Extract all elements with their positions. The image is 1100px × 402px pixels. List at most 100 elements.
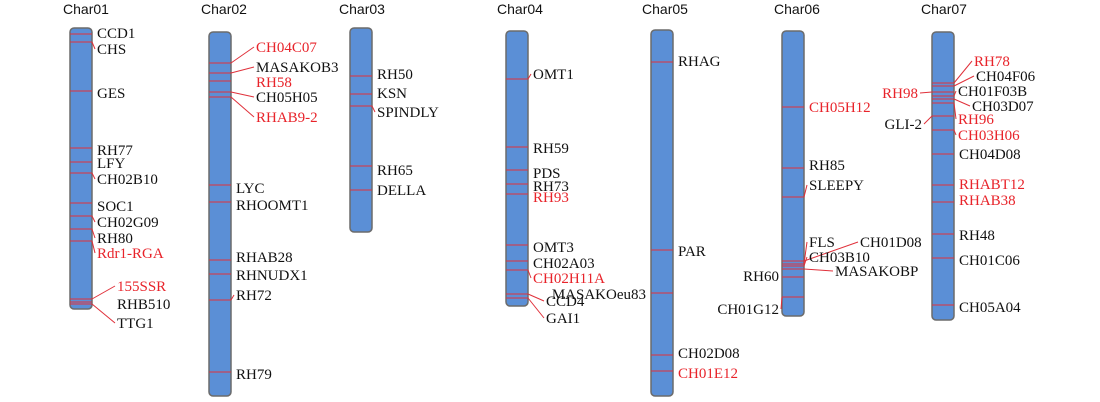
marker-connector <box>91 285 116 300</box>
marker-label: PAR <box>678 244 706 260</box>
marker-connector <box>91 240 96 254</box>
marker-label: PDS <box>533 166 561 182</box>
marker-label: KSN <box>377 86 407 102</box>
marker-label: RHOOMT1 <box>236 198 309 214</box>
marker-label: RH93 <box>533 190 569 206</box>
marker-label: CH01E12 <box>678 366 738 382</box>
marker-connector <box>91 41 96 50</box>
marker-label: RHAB38 <box>959 193 1016 209</box>
marker-label: Rdr1-RGA <box>97 246 164 262</box>
marker-connector <box>230 294 235 301</box>
marker-label: RH78 <box>974 54 1010 70</box>
marker-label: RHAB9-2 <box>256 110 318 126</box>
chromosome-body <box>69 27 93 310</box>
marker-connector <box>953 102 957 120</box>
marker-connector <box>230 91 255 98</box>
marker-label: TTG1 <box>117 316 154 332</box>
marker-label: LYC <box>236 181 265 197</box>
marker-label: FLS <box>809 235 835 251</box>
marker-label: CH02B10 <box>97 172 158 188</box>
marker-label: CH04D08 <box>959 147 1021 163</box>
marker-connector <box>803 241 808 265</box>
marker-label: CH03H06 <box>958 128 1020 144</box>
marker-label: RH60 <box>743 269 779 285</box>
chromosome-body <box>208 31 232 397</box>
marker-label: SLEEPY <box>809 178 864 194</box>
marker-connector <box>803 268 834 272</box>
marker-connector <box>780 296 783 310</box>
marker-label: GAI1 <box>546 311 580 327</box>
marker-label: MASAKOeu83 <box>552 287 646 303</box>
marker-connector <box>953 98 971 107</box>
marker-connector <box>91 215 96 223</box>
marker-connector <box>91 303 116 324</box>
marker-connector <box>803 256 808 267</box>
marker-label: CH02G09 <box>97 215 159 231</box>
chromosome-title: Char01 <box>63 1 109 17</box>
marker-label: RHABT12 <box>959 177 1025 193</box>
marker-label: RH73 <box>533 179 569 195</box>
marker-connector <box>527 297 545 319</box>
marker-connector <box>230 96 255 118</box>
marker-label: RHNUDX1 <box>236 268 308 284</box>
marker-label: RH96 <box>958 112 994 128</box>
chromosome-char06: Char06CH05H12RH85SLEEPYCH01D08FLSCH03B10… <box>717 1 921 318</box>
marker-label: CH05H05 <box>256 90 318 106</box>
marker-label: RH48 <box>959 228 995 244</box>
marker-label: CCD1 <box>97 26 135 42</box>
marker-label: RH98 <box>882 86 918 102</box>
marker-label: MASAKOB3 <box>256 60 339 76</box>
marker-connector <box>527 269 532 279</box>
marker-label: CH02D08 <box>678 346 740 362</box>
chromosome-body <box>650 29 674 397</box>
marker-label: RH50 <box>377 67 413 83</box>
marker-label: GES <box>97 86 125 102</box>
marker-connector <box>953 75 975 87</box>
marker-connector <box>919 91 933 94</box>
marker-label: CH03B10 <box>809 250 870 266</box>
marker-label: GLI-2 <box>885 117 923 133</box>
chromosome-title: Char03 <box>339 1 385 17</box>
marker-connector <box>91 228 96 239</box>
marker-label: RH77 <box>97 143 133 159</box>
chromosome-body <box>931 31 955 321</box>
marker-label: CH03D07 <box>972 99 1034 115</box>
marker-label: DELLA <box>377 183 426 199</box>
marker-label: RH79 <box>236 367 272 383</box>
chromosome-body <box>505 30 529 307</box>
marker-connector <box>803 184 808 198</box>
marker-label: CH01D08 <box>860 235 922 251</box>
marker-label: RH65 <box>377 163 413 179</box>
marker-label: RH72 <box>236 288 272 304</box>
marker-label: CH04F06 <box>976 69 1036 85</box>
marker-connector <box>230 46 255 64</box>
chromosome-char02: Char02CH04C07MASAKOB3RH58CH05H05RHAB9-2L… <box>201 1 339 397</box>
marker-label: CH02H11A <box>533 271 605 287</box>
marker-label: RHAB28 <box>236 250 293 266</box>
marker-label: 155SSR <box>117 279 166 295</box>
marker-connector <box>953 129 957 136</box>
marker-label: SPINDLY <box>377 105 439 121</box>
marker-label: OMT3 <box>533 240 574 256</box>
marker-label: CCD4 <box>546 294 585 310</box>
chromosome-body <box>349 27 373 233</box>
marker-label: SOC1 <box>97 199 134 215</box>
marker-label: CH04C07 <box>256 40 317 56</box>
marker-connector <box>91 172 96 180</box>
chromosome-body <box>781 30 805 317</box>
marker-connector <box>371 105 376 113</box>
marker-label: RH85 <box>809 158 845 174</box>
marker-connector <box>953 90 957 97</box>
chromosome-title: Char05 <box>642 1 688 17</box>
marker-label: LFY <box>97 156 126 172</box>
marker-label: CH02A03 <box>533 256 595 272</box>
marker-label: MASAKOBP <box>835 264 918 280</box>
chromosome-title: Char06 <box>774 1 820 17</box>
chromosome-char01: Char01CCD1CHSGESRH77LFYCH02B10SOC1CH02G0… <box>63 1 170 332</box>
chromosome-title: Char07 <box>921 1 967 17</box>
marker-connector <box>527 293 545 302</box>
marker-label: CH01F03B <box>958 84 1027 100</box>
